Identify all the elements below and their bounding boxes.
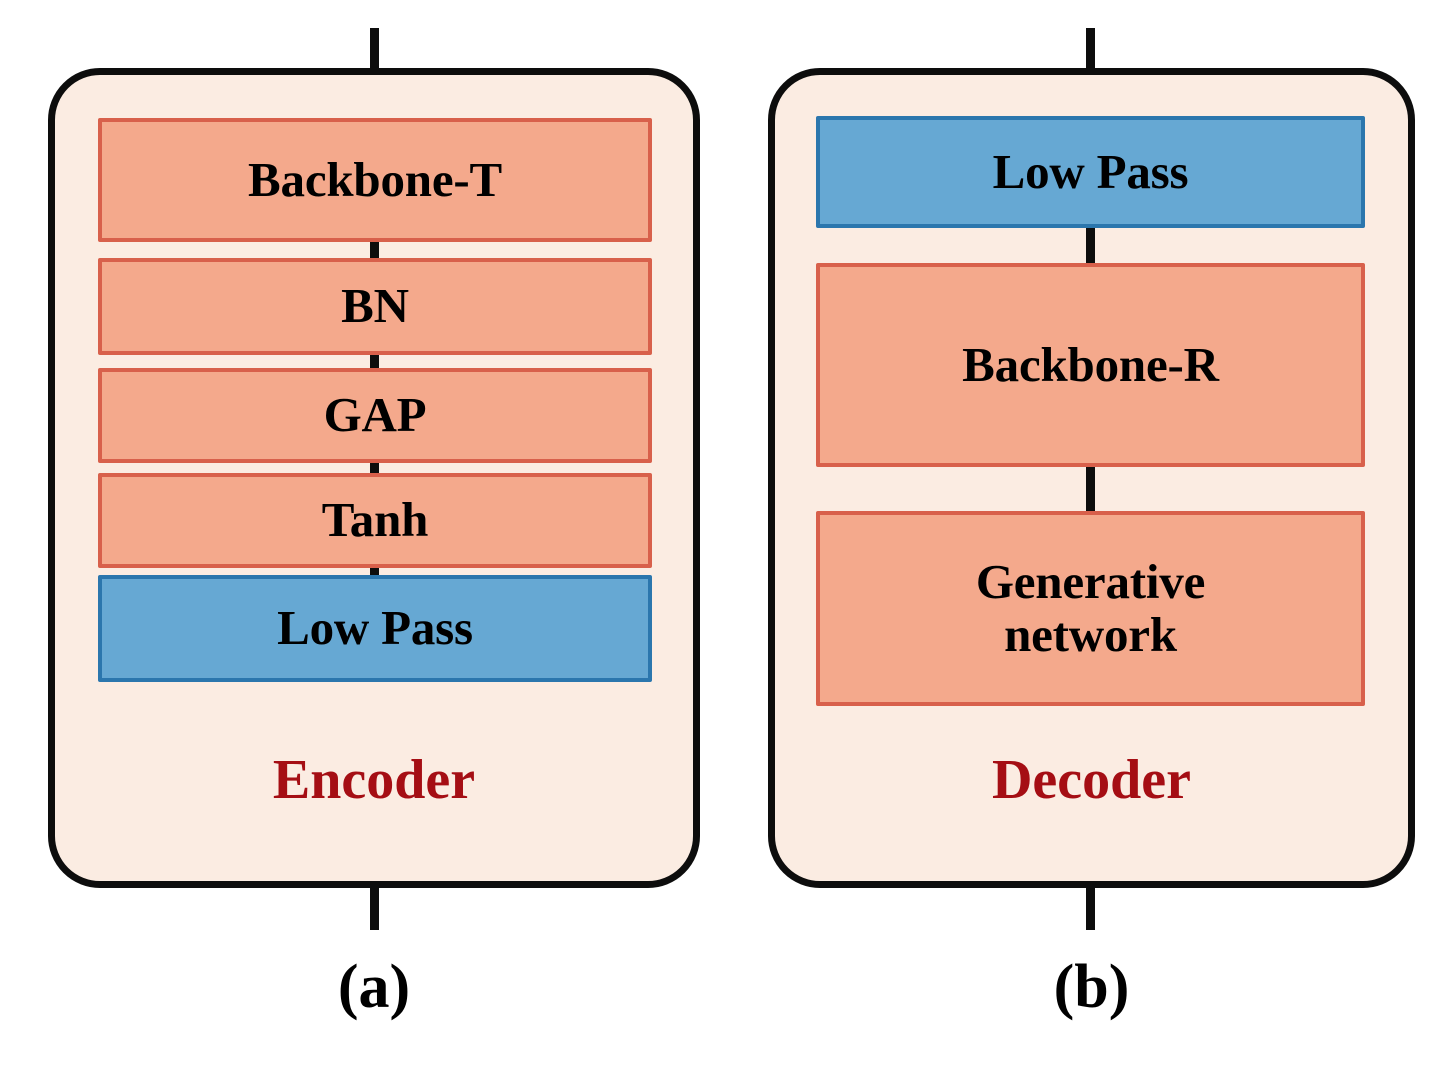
- caption-b: (b): [1053, 953, 1130, 1021]
- decoder-output-line: [1086, 884, 1095, 930]
- encoder-block-backbone-t: Backbone-T: [98, 118, 652, 242]
- decoder-block-low-pass-label: Low Pass: [992, 143, 1189, 199]
- encoder-block-tanh: Tanh: [98, 473, 652, 568]
- decoder-block-generative-network-label: Generative network: [975, 554, 1206, 662]
- encoder-connector-4: [370, 566, 379, 578]
- encoder-connector-1: [370, 240, 379, 260]
- decoder-connector-1: [1086, 226, 1095, 266]
- caption-a: (a): [337, 953, 411, 1021]
- encoder-module-label: Encoder: [272, 749, 476, 811]
- encoder-block-gap: GAP: [98, 368, 652, 463]
- encoder-connector-2: [370, 353, 379, 370]
- encoder-input-line: [370, 28, 379, 72]
- encoder-block-low-pass-label: Low Pass: [277, 600, 473, 656]
- encoder-block-backbone-t-label: Backbone-T: [248, 151, 502, 207]
- decoder-block-generative-network: Generative network: [816, 511, 1365, 706]
- decoder-block-backbone-r-label: Backbone-R: [962, 336, 1219, 392]
- encoder-block-gap-label: GAP: [323, 387, 427, 443]
- encoder-block-bn-label: BN: [341, 278, 409, 334]
- encoder-connector-3: [370, 461, 379, 475]
- decoder-block-backbone-r: Backbone-R: [816, 263, 1365, 467]
- encoder-block-tanh-label: Tanh: [321, 492, 429, 548]
- decoder-connector-2: [1086, 465, 1095, 513]
- decoder-module-label: Decoder: [991, 749, 1191, 811]
- decoder-block-low-pass: Low Pass: [816, 116, 1365, 228]
- decoder-input-line: [1086, 28, 1095, 72]
- encoder-block-bn: BN: [98, 258, 652, 355]
- encoder-output-line: [370, 884, 379, 930]
- encoder-block-low-pass: Low Pass: [98, 575, 652, 682]
